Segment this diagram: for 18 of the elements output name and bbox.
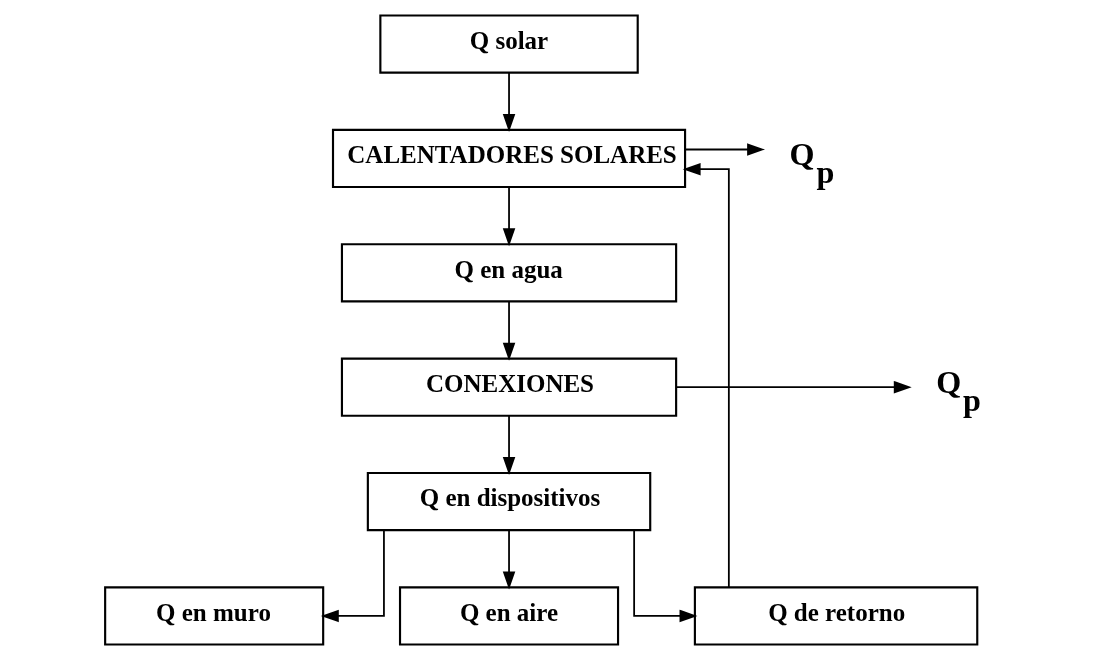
arrow [684,143,765,156]
arrow [682,162,730,589]
node-box: Q de retorno [693,586,978,646]
arrow [632,529,697,623]
node-box: CALENTADORES SOLARES [331,128,686,189]
arrow [502,300,515,361]
node-box: CONEXIONES [340,357,677,417]
arrow [502,186,515,247]
node-box: Q en muro [103,586,324,646]
arrow [502,415,515,475]
node-box: Q en agua [340,243,677,303]
arrow [502,529,515,590]
arrow [502,72,515,132]
node-box: Q en aire [398,586,619,646]
arrow [320,529,385,623]
node-box: Q en dispositivos [366,471,651,532]
arrow [675,380,912,394]
node-box: Q solar [378,14,639,74]
